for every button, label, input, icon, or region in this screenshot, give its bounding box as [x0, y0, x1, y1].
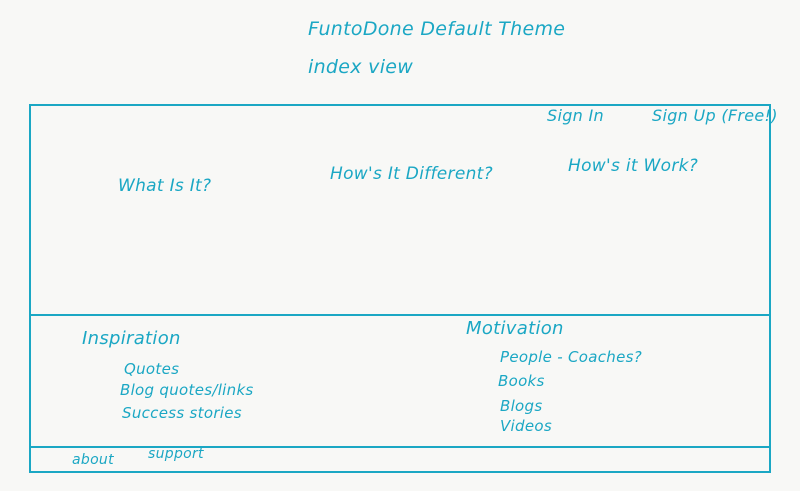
footer-support-link[interactable]: support	[148, 446, 204, 462]
motivation-item-people[interactable]: People - Coaches?	[500, 348, 643, 366]
hows-it-work-link[interactable]: How's it Work?	[568, 156, 699, 176]
content-divider	[29, 314, 771, 316]
footer-divider	[29, 446, 771, 448]
sign-in-link[interactable]: Sign In	[547, 106, 604, 125]
inspiration-item-quotes[interactable]: Quotes	[124, 360, 180, 378]
hows-it-different-link[interactable]: How's It Different?	[330, 164, 493, 184]
motivation-item-blogs[interactable]: Blogs	[500, 397, 543, 415]
inspiration-item-blog-quotes[interactable]: Blog quotes/links	[120, 381, 254, 399]
inspiration-heading: Inspiration	[82, 328, 181, 349]
page-subtitle: index view	[308, 56, 414, 78]
inspiration-item-success-stories[interactable]: Success stories	[122, 404, 242, 422]
what-is-it-link[interactable]: What Is It?	[118, 176, 212, 196]
motivation-heading: Motivation	[466, 318, 564, 339]
page-title: FuntoDone Default Theme	[308, 18, 566, 40]
sign-up-link[interactable]: Sign Up (Free!)	[652, 106, 778, 125]
footer-about-link[interactable]: about	[72, 452, 114, 468]
motivation-item-videos[interactable]: Videos	[500, 417, 552, 435]
page-frame	[29, 104, 771, 473]
motivation-item-books[interactable]: Books	[498, 372, 545, 390]
